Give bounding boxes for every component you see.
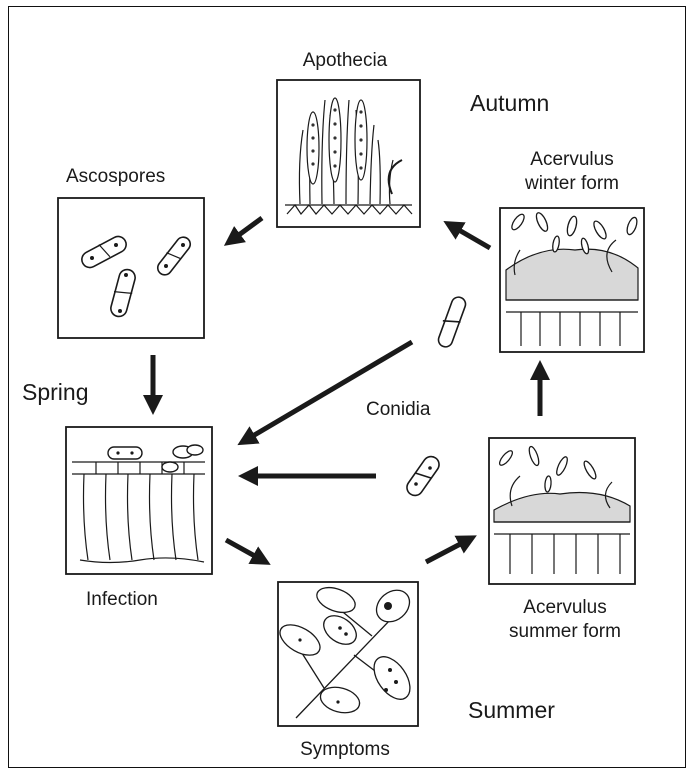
symptoms-panel	[275, 582, 418, 726]
apothecia-panel	[277, 80, 420, 227]
arrow-winter-to-apothecia	[452, 226, 490, 248]
conidia-spore-lower	[404, 453, 442, 498]
arrow-infection-to-symptoms	[226, 540, 262, 560]
arrow-symptoms-to-summer	[426, 540, 468, 562]
arrow-conidia-upper-to-infection	[246, 342, 412, 440]
acervulus-winter-panel	[500, 208, 644, 352]
infection-panel	[66, 427, 212, 574]
acervulus-summer-panel	[489, 438, 635, 584]
ascospores-panel	[58, 198, 204, 338]
arrow-apothecia-to-ascospores	[232, 218, 262, 240]
conidia-spore-upper	[437, 295, 468, 349]
